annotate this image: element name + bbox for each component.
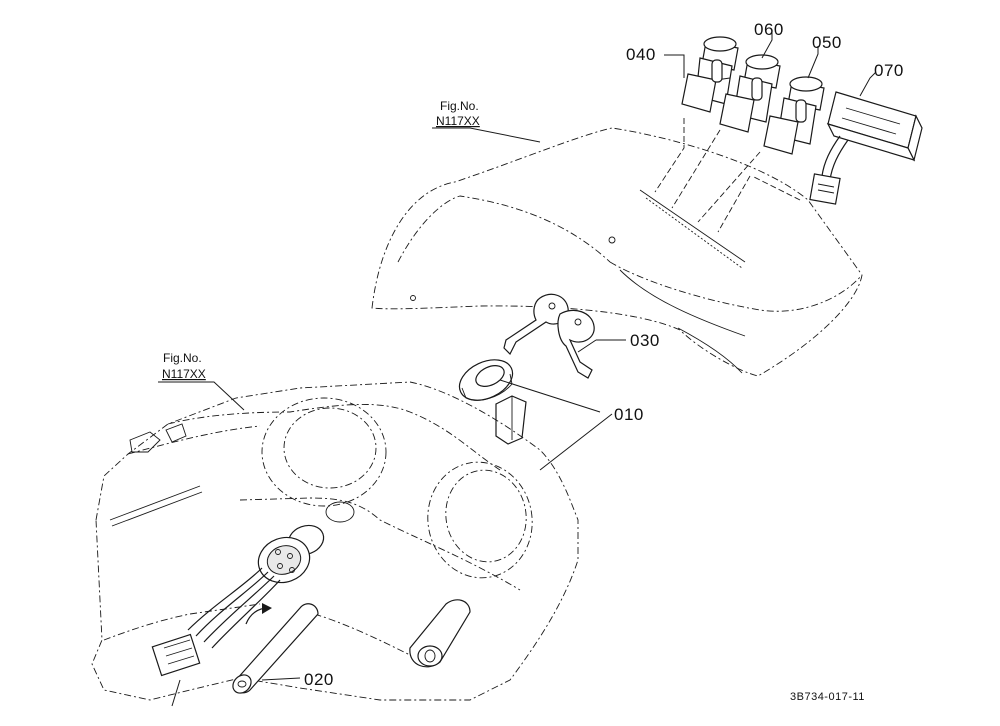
module-070 — [809, 91, 923, 205]
rotation-arrow — [245, 603, 272, 625]
callout-010: 010 — [614, 405, 644, 424]
switch-040 — [681, 36, 739, 113]
upper-panel — [371, 127, 863, 377]
drawing-code: 3B734-017-11 — [790, 691, 865, 703]
lower-panel — [91, 381, 579, 701]
callout-050: 050 — [812, 33, 842, 52]
switch-060 — [719, 54, 781, 133]
keys-030 — [503, 293, 595, 379]
callout-070: 070 — [874, 61, 904, 80]
fig-ref-left-number: N117XX — [162, 367, 206, 381]
fig-ref-left-label: Fig.No. — [163, 351, 202, 365]
ignition-switch — [151, 524, 325, 707]
nut-010 — [458, 359, 514, 401]
assembly-leaders — [654, 118, 801, 233]
callout-060: 060 — [754, 20, 784, 39]
fig-ref-top-label: Fig.No. — [440, 99, 479, 113]
callout-040: 040 — [626, 45, 656, 64]
fig-ref-top-number: N117XX — [436, 114, 480, 128]
callout-030: 030 — [630, 331, 660, 350]
switch-050 — [763, 76, 825, 155]
rod-020 — [232, 603, 319, 694]
clip-010 — [495, 395, 527, 445]
callout-020: 020 — [304, 670, 334, 689]
callout-leaders — [158, 32, 877, 681]
